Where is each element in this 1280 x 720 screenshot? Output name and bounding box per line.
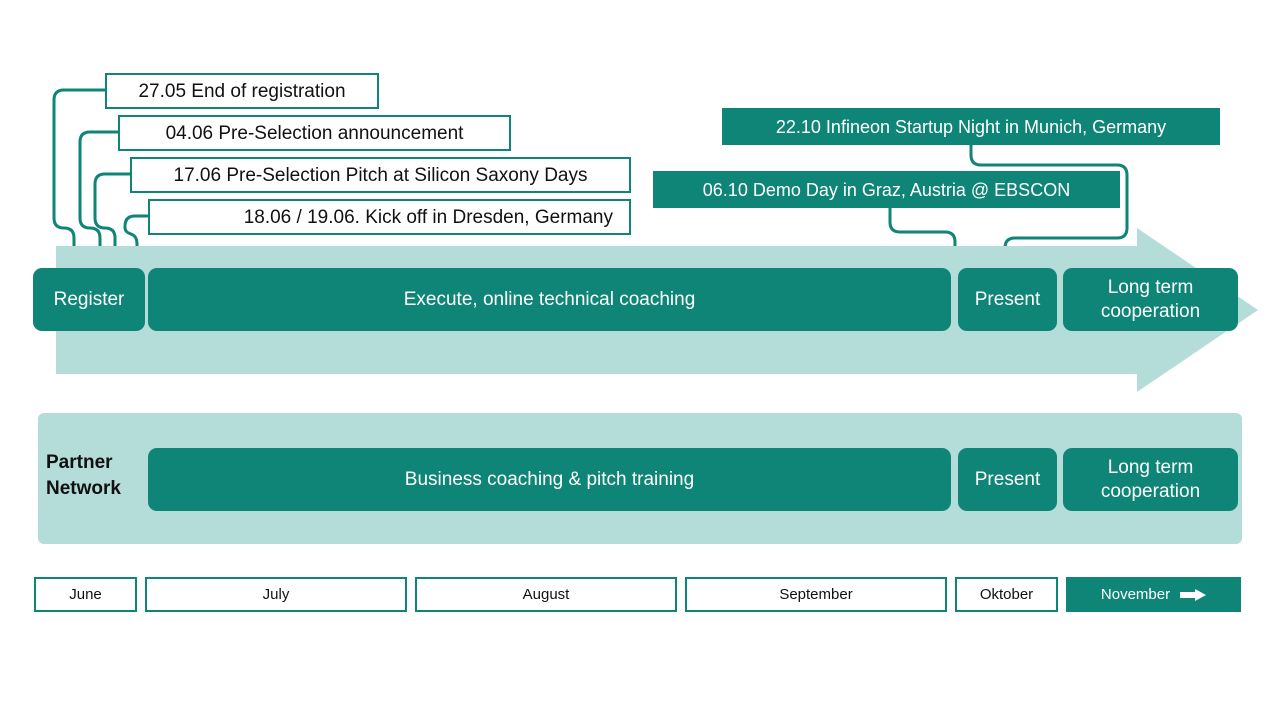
connector-line-2 bbox=[78, 130, 118, 252]
partner-network-label: Partner Network bbox=[46, 450, 144, 501]
month-label: November bbox=[1100, 586, 1171, 603]
callout-label: 17.06 Pre-Selection Pitch at Silicon Sax… bbox=[173, 164, 588, 186]
connector-line-1 bbox=[52, 88, 105, 252]
callout-label: 27.05 End of registration bbox=[138, 80, 346, 102]
callout-box-preselection-pitch[interactable]: 17.06 Pre-Selection Pitch at Silicon Sax… bbox=[130, 157, 631, 193]
callout-box-demo-day[interactable]: 06.10 Demo Day in Graz, Austria @ EBSCON bbox=[653, 171, 1120, 208]
callout-box-registration[interactable]: 27.05 End of registration bbox=[105, 73, 379, 109]
month-label: July bbox=[262, 586, 290, 603]
month-july[interactable]: July bbox=[145, 577, 407, 612]
arrow-right-icon bbox=[1180, 588, 1207, 601]
callout-label: 06.10 Demo Day in Graz, Austria @ EBSCON bbox=[702, 179, 1071, 200]
month-label: Oktober bbox=[979, 586, 1034, 603]
month-june[interactable]: June bbox=[34, 577, 137, 612]
phase-label: Long term cooperation bbox=[1100, 277, 1201, 322]
callout-label: 18.06 / 19.06. Kick off in Dresden, Germ… bbox=[243, 206, 613, 228]
callout-box-startup-night[interactable]: 22.10 Infineon Startup Night in Munich, … bbox=[722, 108, 1220, 145]
phase-label: Long term cooperation bbox=[1100, 457, 1201, 502]
phase-label: Register bbox=[53, 288, 125, 310]
phase-partner-present[interactable]: Present bbox=[958, 448, 1057, 511]
callout-label: 04.06 Pre-Selection announcement bbox=[165, 122, 464, 144]
callout-box-preselection-announcement[interactable]: 04.06 Pre-Selection announcement bbox=[118, 115, 511, 151]
phase-present[interactable]: Present bbox=[958, 268, 1057, 331]
phase-label: Business coaching & pitch training bbox=[404, 468, 695, 490]
callout-box-kickoff[interactable]: 18.06 / 19.06. Kick off in Dresden, Germ… bbox=[148, 199, 631, 235]
partner-network-label-line2: Network bbox=[46, 477, 121, 499]
phase-label: Present bbox=[974, 288, 1041, 310]
phase-execute[interactable]: Execute, online technical coaching bbox=[148, 268, 951, 331]
callout-label: 22.10 Infineon Startup Night in Munich, … bbox=[775, 116, 1167, 137]
month-september[interactable]: September bbox=[685, 577, 947, 612]
month-label: September bbox=[779, 586, 853, 603]
month-label: August bbox=[522, 586, 570, 603]
month-label: June bbox=[69, 586, 102, 603]
month-november[interactable]: November bbox=[1066, 577, 1241, 612]
month-august[interactable]: August bbox=[415, 577, 677, 612]
phase-label: Present bbox=[974, 468, 1041, 490]
month-oktober[interactable]: Oktober bbox=[955, 577, 1058, 612]
phase-partner-long-term-cooperation[interactable]: Long term cooperation bbox=[1063, 448, 1238, 511]
phase-register[interactable]: Register bbox=[33, 268, 145, 331]
partner-network-label-line1: Partner bbox=[46, 452, 113, 473]
phase-long-term-cooperation[interactable]: Long term cooperation bbox=[1063, 268, 1238, 331]
phase-business-coaching[interactable]: Business coaching & pitch training bbox=[148, 448, 951, 511]
connector-line-3 bbox=[93, 172, 130, 252]
phase-label: Execute, online technical coaching bbox=[403, 288, 696, 310]
